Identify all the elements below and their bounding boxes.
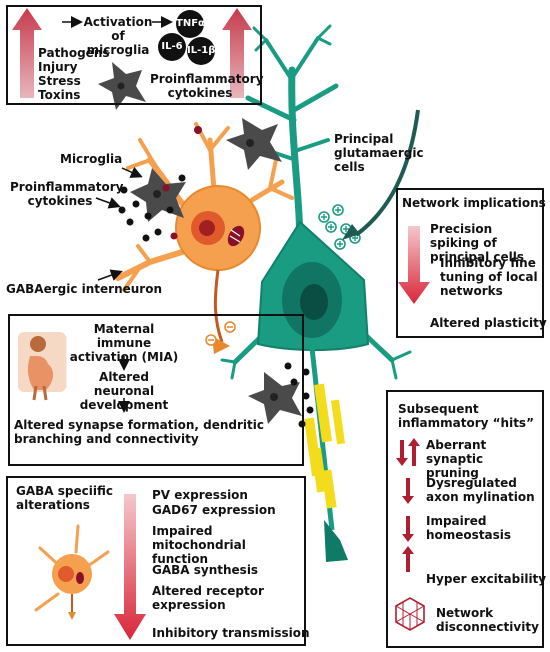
mia-box <box>8 314 304 466</box>
pregnant-figure-icon <box>18 332 67 401</box>
gaba-item-6: Inhibitory transmission <box>152 626 310 640</box>
gaba-item-3: Impaired mitochondrial function <box>152 524 246 566</box>
principal-cell <box>220 24 412 562</box>
hits-item-2: Dysregulated axon mylination <box>426 476 535 504</box>
proinflammatory-label: Proinflammatory cytokines <box>10 180 124 208</box>
top-box <box>6 5 262 105</box>
gaba-arrow <box>114 494 146 640</box>
hits-item-3: Impaired homeostasis <box>426 514 512 542</box>
network-box <box>396 188 544 338</box>
cytokine-il1b: IL-1β <box>187 45 216 56</box>
interneuron-label: GABAergic interneuron <box>6 282 162 296</box>
gaba-item-5: Altered receptor expression <box>152 584 264 612</box>
mia-step-3: Altered synapse formation, dendritic bra… <box>14 418 264 446</box>
mia-step-2: Altered neuronal development <box>79 370 169 412</box>
network-item-3: Altered plasticity <box>430 316 547 330</box>
gaba-item-1: PV expression <box>152 488 248 502</box>
activation-label: Activation of microglia <box>83 15 153 57</box>
cytokine-dots <box>118 126 314 428</box>
network-item-2: Inhibitory fine tuning of local networks <box>440 256 538 298</box>
network-title: Network implications <box>402 196 546 210</box>
network-link <box>354 109 420 237</box>
hits-item-5: Network disconnectivity <box>436 606 539 634</box>
gaba-neuron-icon <box>34 524 110 620</box>
top-box-art <box>12 8 252 98</box>
inhibitory-markers <box>205 321 236 346</box>
network-item-1: Precision spiking of principal cells <box>430 222 524 264</box>
microglia-label: Microglia <box>60 152 123 166</box>
stressor-injury: Injury <box>38 60 78 74</box>
hits-title: Subsequent inflammatory “hits” <box>398 402 534 430</box>
gaba-title: GABA speciific alterations <box>16 484 113 512</box>
hits-box <box>386 390 544 648</box>
network-arrow <box>398 226 430 304</box>
hits-arrows <box>395 438 425 631</box>
cytokine-il6: IL-6 <box>161 41 183 52</box>
myelin-sheath <box>304 383 346 509</box>
hits-item-1: Aberrant synaptic pruning <box>426 438 487 480</box>
mia-step-1: Maternal immune activation (MIA) <box>69 322 179 364</box>
gaba-box <box>6 476 306 646</box>
principal-cells-label: Principal glutamaergic cells <box>334 132 424 174</box>
stressor-stress: Stress <box>38 74 81 88</box>
cytokines-caption: Proinflammatory cytokines <box>150 72 264 100</box>
stressor-pathogens: Pathogens <box>38 46 110 60</box>
hits-item-4: Hyper excitability <box>426 572 547 586</box>
stressor-toxins: Toxins <box>38 88 81 102</box>
gaba-item-2: GAD67 expression <box>152 503 276 517</box>
cytokine-tnfa: TNFα <box>176 18 205 29</box>
gaba-item-4: GABA synthesis <box>152 563 259 577</box>
